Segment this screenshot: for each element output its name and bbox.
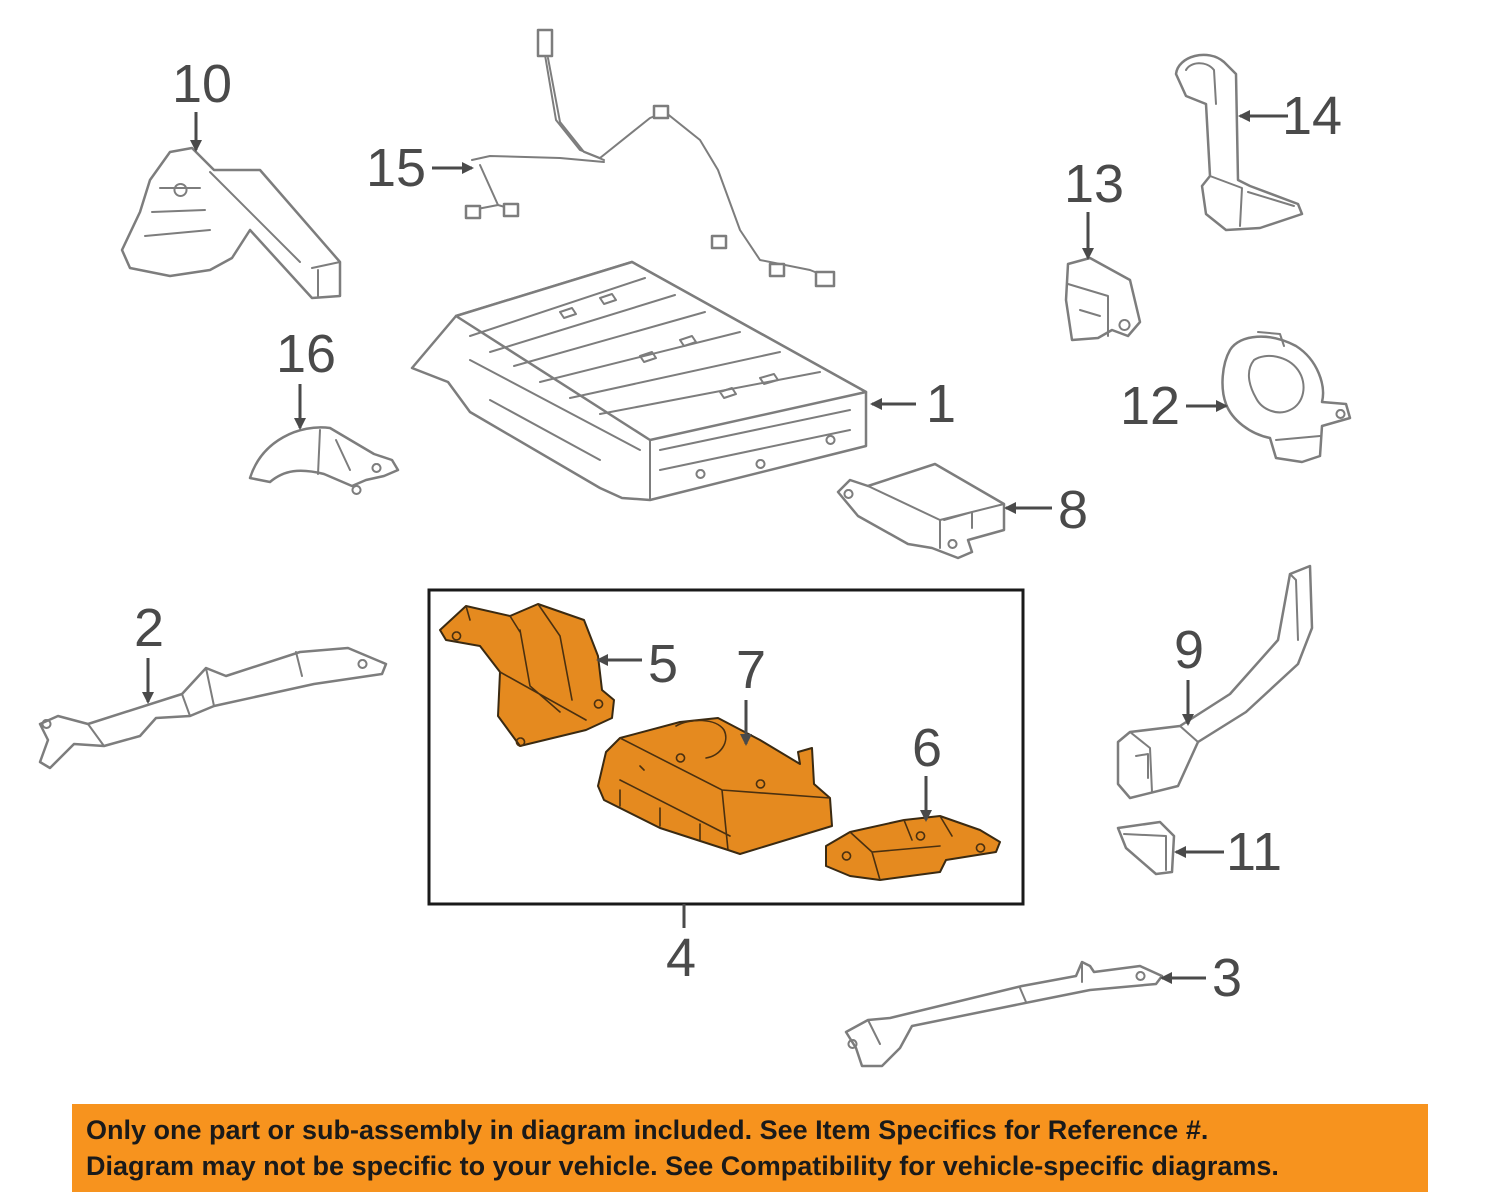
callout-12: 12: [1120, 376, 1180, 436]
callout-10: 10: [172, 54, 232, 114]
callout-9: 9: [1174, 620, 1204, 680]
callout-6: 6: [912, 718, 942, 778]
disclaimer-banner: Only one part or sub-assembly in diagram…: [72, 1104, 1428, 1192]
callout-14: 14: [1282, 86, 1342, 146]
callout-5: 5: [648, 634, 678, 694]
part-3-rail: [844, 960, 1164, 1068]
part-2-rail: [38, 646, 388, 770]
callout-4: 4: [666, 928, 696, 988]
disclaimer-line-1: Only one part or sub-assembly in diagram…: [86, 1115, 1209, 1145]
callout-8: 8: [1058, 480, 1088, 540]
callout-13: 13: [1064, 154, 1124, 214]
part-14-duct: [1174, 53, 1304, 232]
leader-lines: [142, 110, 1288, 984]
callout-16: 16: [276, 324, 336, 384]
callout-1: 1: [926, 374, 956, 434]
part-9-duct: [1116, 564, 1314, 800]
assembly-4-box: [427, 588, 1025, 906]
part-6-plate[interactable]: [825, 815, 1001, 881]
part-8-control-unit: [836, 462, 1006, 560]
part-7-unit[interactable]: [597, 717, 833, 855]
disclaimer-line-2: Diagram may not be specific to your vehi…: [86, 1151, 1279, 1181]
callout-15: 15: [366, 138, 426, 198]
part-5-bracket[interactable]: [439, 603, 615, 747]
part-16-hose: [248, 426, 400, 495]
part-15-wire-harness: [464, 28, 836, 288]
part-13-bracket: [1064, 256, 1142, 342]
part-11-cap: [1116, 820, 1176, 876]
part-12-sensor: [1221, 331, 1352, 464]
callout-7: 7: [736, 640, 766, 700]
part-10-duct: [120, 146, 342, 300]
callout-labels: 10 15 1 16 8 13 14 12 2 9 11 3 5 7 6 4: [134, 54, 1342, 1008]
callout-3: 3: [1212, 948, 1242, 1008]
callout-11: 11: [1226, 822, 1282, 882]
callout-2: 2: [134, 598, 164, 658]
part-1-battery-pack: [410, 260, 868, 502]
